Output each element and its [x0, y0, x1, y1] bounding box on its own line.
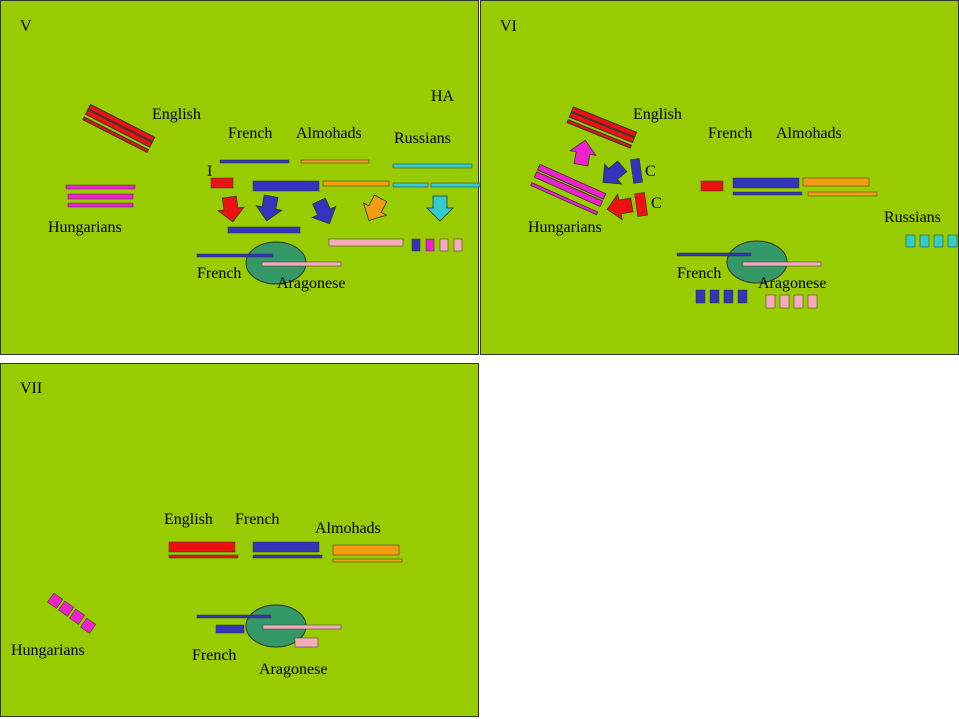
ha-label: HA	[431, 88, 455, 105]
panel-v: V English French Almohads HA Russians Hu…	[0, 0, 481, 355]
panel-vii: VII English French Almohads Hungarians F…	[0, 363, 479, 717]
french-square	[723, 289, 734, 304]
hungarians-square	[58, 600, 75, 617]
almohads-label: Almohads	[315, 520, 381, 537]
french-square	[709, 289, 720, 304]
hungarians-label: Hungarians	[48, 219, 122, 236]
aragonese-square	[453, 238, 463, 252]
english-label: English	[152, 106, 201, 123]
hungarians-square	[47, 592, 64, 609]
french-line	[676, 252, 752, 257]
hungarians-square	[425, 238, 435, 252]
almohads-line	[300, 159, 370, 164]
aragonese-block	[294, 637, 319, 648]
panel-vii-label: VII	[20, 380, 42, 397]
almohads-block	[322, 180, 390, 187]
panel-v-label: V	[20, 18, 32, 35]
almohads-label: Almohads	[296, 125, 362, 142]
c-label: C	[645, 163, 656, 180]
almohads-block	[802, 177, 870, 187]
french-line	[196, 253, 274, 258]
english-block	[700, 180, 724, 192]
aragonese-line	[262, 624, 342, 630]
almohads-block	[332, 544, 400, 556]
english-block	[168, 541, 236, 553]
i-label: I	[207, 163, 212, 180]
aragonese-square	[439, 238, 449, 252]
french-bottom-label: French	[197, 265, 241, 282]
aragonese-line	[261, 261, 342, 267]
panel-vi-label: VI	[500, 18, 517, 35]
russians-square	[947, 234, 958, 248]
french-rear-line	[227, 226, 301, 234]
hungarians-unit	[67, 193, 134, 200]
russians-block	[430, 182, 481, 188]
french-square	[737, 289, 748, 304]
aragonese-square	[765, 294, 776, 309]
french-line	[252, 554, 323, 559]
panel-vii-field	[0, 363, 479, 717]
aragonese-label: Aragonese	[277, 275, 345, 292]
french-line	[219, 159, 290, 164]
russians-line-top	[392, 163, 473, 169]
french-block	[252, 180, 320, 192]
french-top-label: French	[708, 125, 752, 142]
aragonese-square	[807, 294, 818, 309]
aragonese-line	[328, 238, 404, 247]
russians-square	[905, 234, 916, 248]
english-label: English	[164, 511, 213, 528]
french-block	[630, 158, 643, 184]
russians-block	[392, 182, 429, 188]
hungarians-square	[69, 608, 86, 625]
hungarians-label: Hungarians	[528, 219, 602, 236]
french-square	[695, 289, 706, 304]
french-line	[196, 614, 272, 619]
aragonese-square	[793, 294, 804, 309]
hungarians-label: Hungarians	[11, 642, 85, 659]
almohads-line	[807, 191, 878, 197]
c-label: C	[651, 195, 662, 212]
aragonese-line	[742, 261, 822, 267]
english-block	[210, 177, 234, 189]
aragonese-label: Aragonese	[259, 661, 327, 678]
russians-square	[933, 234, 944, 248]
english-block	[634, 192, 648, 217]
french-top-label: French	[235, 511, 279, 528]
english-label: English	[633, 106, 682, 123]
french-block	[252, 541, 320, 553]
almohads-label: Almohads	[776, 125, 842, 142]
french-line	[732, 191, 803, 196]
french-block	[732, 177, 800, 189]
panel-v-field	[0, 0, 479, 355]
hungarians-units	[530, 163, 607, 216]
aragonese-square	[779, 294, 790, 309]
russians-label: Russians	[394, 130, 451, 147]
panel-vi: VI English French Almohads C C Hungarian…	[480, 0, 959, 355]
almohads-line	[332, 558, 403, 563]
french-block	[215, 624, 245, 634]
hungarians-unit	[67, 202, 134, 208]
french-top-label: French	[228, 125, 272, 142]
panel-vi-field	[480, 0, 959, 355]
english-line	[168, 554, 239, 559]
russians-label: Russians	[884, 209, 941, 226]
russians-square	[919, 234, 930, 248]
english-units	[82, 103, 156, 154]
hungarians-square	[80, 617, 97, 634]
aragonese-label: Aragonese	[758, 275, 826, 292]
french-bottom-label: French	[677, 265, 721, 282]
french-bottom-label: French	[192, 647, 236, 664]
hungarians-unit	[65, 184, 136, 190]
french-square	[411, 238, 421, 252]
english-units	[566, 106, 638, 149]
